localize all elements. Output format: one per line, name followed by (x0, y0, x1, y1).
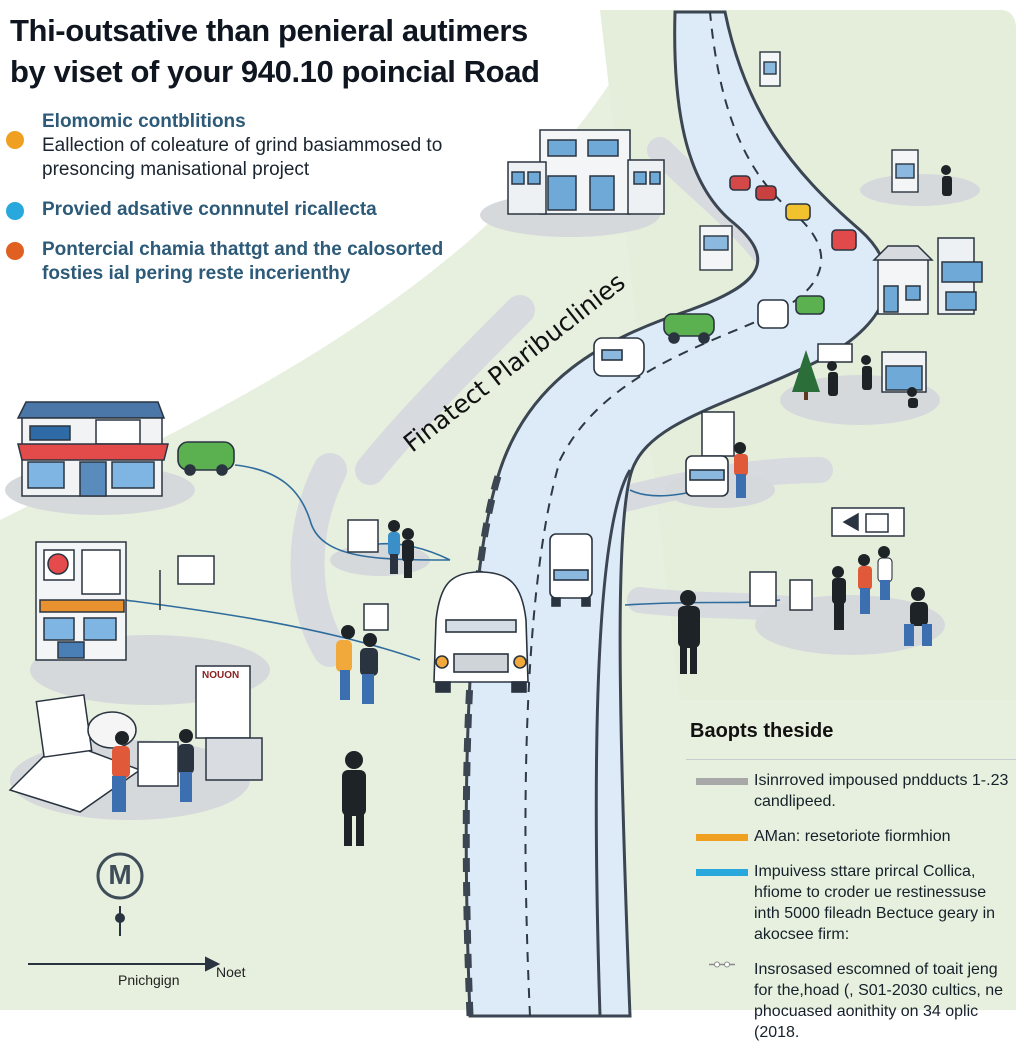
people (112, 165, 952, 846)
car-red-3 (729, 175, 751, 191)
person-17 (907, 387, 918, 408)
bullet-list: Elomomic contblitions Eallection of cole… (6, 110, 506, 302)
map-scene (0, 10, 1016, 1018)
vehicles (177, 175, 857, 693)
legend-item: Impuivess sttare prircal Collica, hfiome… (686, 861, 1016, 945)
person-2 (678, 590, 700, 674)
bullet-heading: Provied adsative connnutel ricallecta (42, 199, 377, 220)
van-large (433, 571, 529, 693)
shop-sign-text: NOUON (202, 670, 240, 681)
legend: Baopts theside Isinrroved impoused pnddu… (686, 720, 1016, 1057)
legend-item: Isinrroved impoused pndducts 1-.23 candl… (686, 770, 1016, 812)
orange-bar-icon (696, 834, 748, 841)
car-white (757, 299, 789, 329)
car-red-2 (755, 185, 777, 201)
car-red-1 (831, 229, 857, 251)
person-6 (360, 633, 378, 704)
person-15 (827, 361, 838, 396)
bullet-text: Eallection of coleature of grind basiamm… (42, 135, 443, 180)
road-edge-right (594, 469, 632, 1017)
legend-item-text: Impuivess sttare prircal Collica, hfiome… (754, 863, 996, 943)
bullet-item-economic: Elomomic contblitions Eallection of cole… (6, 110, 506, 182)
person-9 (734, 442, 748, 498)
person-8 (402, 528, 414, 578)
car-green-2 (795, 295, 825, 315)
small-towers (699, 51, 919, 271)
car-left-green (177, 441, 235, 476)
road-left-stripe (462, 468, 504, 1017)
person-16 (861, 355, 872, 390)
bullet-item-potential: Pontercial chamia thattgt and the caloso… (6, 238, 506, 286)
person-3 (112, 731, 130, 812)
bullet-heading: Pontercial chamia thattgt and the caloso… (42, 239, 444, 284)
person-11 (858, 554, 872, 614)
person-14 (941, 165, 952, 196)
kiosk-building (35, 541, 127, 661)
person-13 (904, 587, 932, 646)
compass-y-label: Noet (216, 964, 246, 980)
legend-item: AMan: resetoriote fiormhion (686, 826, 1016, 847)
legend-item-text: Isinrroved impoused pndducts 1-.23 candl… (754, 772, 1009, 810)
person-1 (342, 751, 366, 846)
blue-dot-icon (6, 202, 24, 220)
legend-box: Isinrroved impoused pndducts 1-.23 candl… (686, 759, 1016, 1043)
compass-x-label: Pnichgign (118, 972, 180, 988)
legend-item-text: Insrosased escomned of toait jeng for th… (754, 961, 1004, 1041)
van-mid (549, 533, 593, 607)
shop-building (16, 401, 169, 497)
van-right (685, 455, 729, 497)
title-line-1: Thi-outsative than penieral autimers (10, 13, 528, 48)
person-5 (336, 625, 355, 700)
car-green-1 (663, 313, 715, 344)
bullet-item-provided: Provied adsative connnutel ricallecta (6, 198, 506, 222)
person-4 (178, 729, 194, 802)
compass-letter: M (108, 859, 132, 890)
paper-scroll (8, 694, 179, 813)
person-12 (877, 546, 893, 600)
page-title: Thi-outsative than penieral autimers by … (10, 10, 540, 92)
legend-item: Insrosased escomned of toait jeng for th… (686, 959, 1016, 1043)
connector-line-icon (709, 961, 735, 968)
car-yellow (785, 203, 811, 221)
tree (792, 350, 820, 400)
office-building (507, 129, 665, 215)
plaza-top-right (860, 174, 980, 206)
person-10 (832, 566, 846, 630)
red-dot-icon (6, 242, 24, 260)
blue-bar-icon (696, 869, 748, 876)
compass-graphic (28, 852, 221, 972)
van-upper (593, 337, 645, 377)
orange-dot-icon (6, 131, 24, 149)
person-7 (388, 520, 400, 574)
signs (159, 343, 905, 781)
title-line-2: by viset of your 940.10 poincial Road (10, 54, 540, 89)
right-houses (872, 237, 983, 393)
gray-bar-icon (696, 778, 748, 785)
bullet-heading: Elomomic contblitions (42, 111, 246, 132)
legend-item-text: AMan: resetoriote fiormhion (754, 828, 951, 845)
legend-title: Baopts theside (690, 720, 834, 742)
